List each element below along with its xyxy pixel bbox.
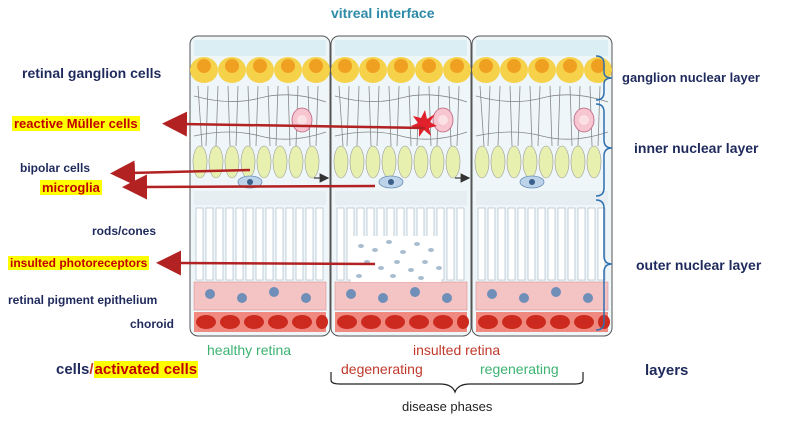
inner-layer-brace: [595, 103, 613, 197]
bipolar-pointer-arrow: [110, 160, 251, 186]
label-inner-nuclear-layer: inner nuclear layer: [634, 140, 759, 156]
label-ganglion-nuclear-layer: ganglion nuclear layer: [622, 70, 760, 85]
footer-cells-legend: cells/activated cells: [56, 361, 199, 378]
reactive-muller-cell: [411, 110, 437, 137]
label-choroid: choroid: [130, 317, 174, 331]
ganglion-layer-brace: [595, 55, 613, 101]
label-insulted-photoreceptors: insulted photoreceptors: [8, 256, 150, 270]
footer-cells: cells: [56, 361, 90, 378]
label-degenerating: degenerating: [341, 361, 423, 377]
outer-layer-brace: [595, 199, 613, 331]
label-retinal-ganglion-cells: retinal ganglion cells: [22, 65, 162, 81]
regenerating-retina-panel: [471, 35, 613, 337]
footer-disease-phases: disease phases: [402, 399, 493, 414]
label-insulted-retina: insulted retina: [413, 342, 501, 358]
label-outer-nuclear-layer: outer nuclear layer: [636, 257, 762, 273]
microglia-pointer-arrow: [122, 174, 376, 200]
label-microglia: microglia: [40, 180, 102, 195]
muller-pointer-arrow: [162, 111, 426, 137]
label-reactive-muller-cells: reactive Müller cells: [12, 116, 140, 131]
footer-separator: /: [89, 361, 94, 378]
label-regenerating: regenerating: [480, 361, 559, 377]
label-retinal-pigment-epithelium: retinal pigment epithelium: [8, 293, 158, 307]
footer-activated-cells: activated cells: [93, 361, 199, 378]
vitreal-interface-title: vitreal interface: [331, 5, 435, 21]
label-healthy-retina: healthy retina: [207, 342, 292, 358]
disease-phases-bracket: [330, 372, 584, 394]
label-bipolar-cells: bipolar cells: [20, 161, 91, 175]
footer-layers: layers: [645, 362, 689, 379]
label-rods-cones: rods/cones: [92, 224, 157, 238]
photoreceptor-pointer-arrow: [156, 250, 376, 276]
degenerating-retina-panel: [330, 35, 472, 337]
